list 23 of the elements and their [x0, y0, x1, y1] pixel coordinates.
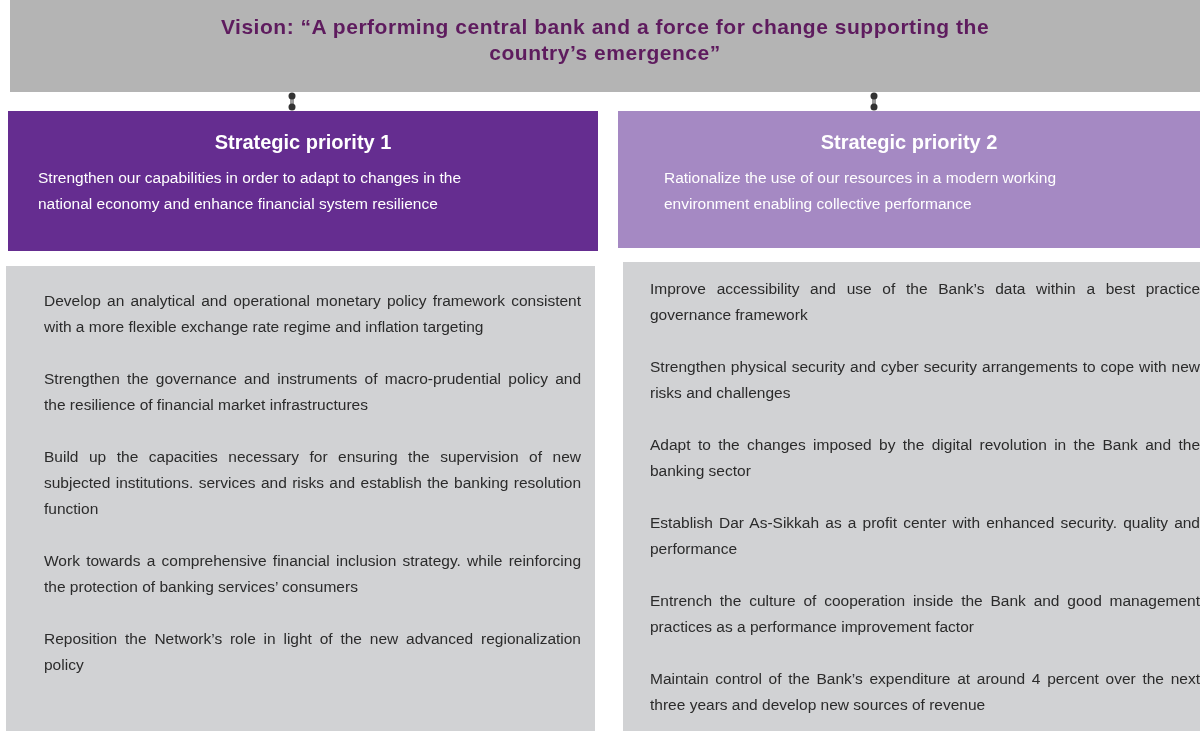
objective-text: Build up the capacities necessary for ensuring the supervision of new subjected institutions. services and risks and establish the banking resolution function	[44, 447, 581, 519]
priority-box	[8, 111, 598, 251]
priority-box	[618, 111, 1200, 248]
objective-text: Strengthen the governance and instruments of macro-prudential policy and the resilience of financial market infrastructures	[44, 369, 581, 415]
objectives-panel	[6, 266, 595, 731]
objectives-panel	[623, 262, 1200, 731]
objective-text: Strengthen physical security and cyber security arrangements to cope with new risks and challenges	[650, 357, 1200, 403]
objective-text: Reposition the Network’s role in light of the new advanced regionalization policy	[44, 629, 581, 675]
objective-text: Establish Dar As-Sikkah as a profit center with enhanced security. quality and performance	[650, 513, 1200, 559]
priority-description: Strengthen our capabilities in order to adapt to changes in the national economy and enhance financial system resilience	[38, 168, 463, 214]
objective-text: Entrench the culture of cooperation inside the Bank and good management practices as a performance improvement factor	[650, 591, 1200, 637]
connector-link	[870, 92, 878, 111]
priority-heading: Strategic priority 1	[214, 130, 392, 155]
vision-banner	[10, 0, 1200, 92]
priority-description: Rationalize the use of our resources in a modern working environment enabling collective performance	[664, 168, 1057, 214]
objective-text: Improve accessibility and use of the Bank’s data within a best practice governance framework	[650, 279, 1200, 325]
connector-link	[288, 92, 296, 111]
objective-text: Develop an analytical and operational monetary policy framework consistent with a more flexible exchange rate regime and inflation targeting	[44, 291, 581, 337]
vision-text: Vision: “A performing central bank and a force for change supporting the country’s emergence”	[219, 14, 991, 66]
objective-text: Work towards a comprehensive financial inclusion strategy. while reinforcing the protection of banking services’ consumers	[44, 551, 581, 597]
priority-heading: Strategic priority 2	[820, 130, 998, 155]
objective-text: Maintain control of the Bank’s expenditure at around 4 percent over the next three years and develop new sources of revenue	[650, 669, 1200, 715]
objective-text: Adapt to the changes imposed by the digital revolution in the Bank and the banking sector	[650, 435, 1200, 481]
